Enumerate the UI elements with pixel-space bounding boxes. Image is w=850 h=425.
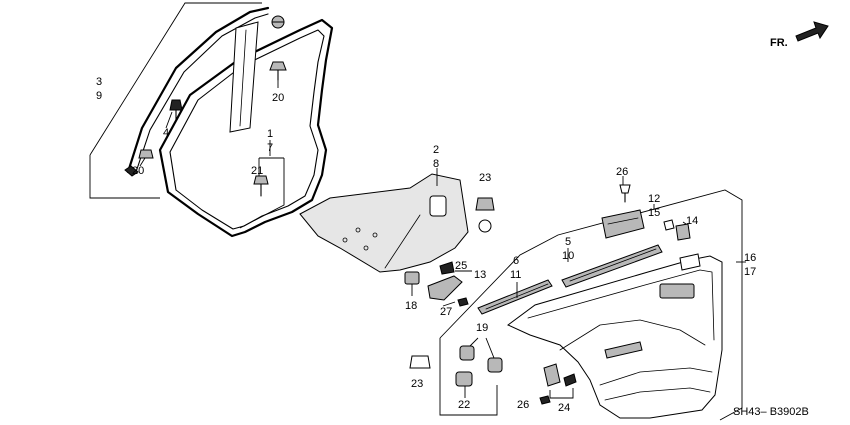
callout-25: 25 [455,260,467,272]
clip-14-icon [663,219,691,241]
door-inner-panel [299,173,469,273]
screw-26-icon [619,184,631,203]
callout-9: 9 [96,90,102,102]
callout-20-top: 20 [272,92,284,104]
callout-4: 4 [163,127,169,139]
callout-2: 2 [433,144,439,156]
clip-23-icon [475,197,495,233]
callout-1: 1 [267,128,273,140]
diagram-code: SH43– B3902B [733,406,809,418]
clip-20-icon [269,61,287,81]
callout-19: 19 [476,322,488,334]
callout-22: 22 [458,399,470,411]
callout-16: 16 [744,252,756,264]
front-direction-arrow: FR. [770,21,829,49]
clip-top-icon [271,15,285,29]
callout-21: 21 [251,165,263,177]
clip-19-icon [459,337,503,373]
bracket-24-icon [543,363,577,399]
direction-label: FR. [770,37,788,49]
bracket-13-icon [427,261,463,301]
clip-23b-icon [409,355,431,369]
callouts: 1 7 3 9 4 20 20 21 2 8 23 25 13 18 27 6 … [96,76,756,414]
switch-panel-12 [601,209,645,239]
door-opening-trim [124,6,270,177]
callout-15: 15 [648,207,660,219]
callout-24: 24 [558,402,570,414]
screw-27-icon [457,297,469,307]
callout-12: 12 [648,193,660,205]
pillar-trim [229,21,259,133]
clip-20b-icon [138,149,154,159]
screw-26b-icon [539,395,551,405]
callout-8: 8 [433,158,439,170]
leader-lines [139,80,746,398]
callout-13: 13 [474,269,486,281]
clip-4-icon [169,99,183,121]
belt-strip-5 [561,244,663,288]
callout-5: 5 [565,236,571,248]
group-frame-left [89,2,262,199]
callout-3: 3 [96,76,102,88]
callout-14: 14 [686,215,698,227]
callout-11: 11 [510,269,521,281]
callout-23-top: 23 [479,172,491,184]
group-frame-right [439,189,743,421]
callout-27: 27 [440,306,452,318]
clip-21-icon [253,175,269,197]
callout-17: 17 [744,266,756,278]
callout-7: 7 [267,142,273,154]
callout-20-left: 20 [132,165,144,177]
callout-26-top: 26 [616,166,628,178]
callout-26-bottom: 26 [517,399,529,411]
callout-6: 6 [513,255,519,267]
callout-18: 18 [405,300,417,312]
clip-22-icon [455,371,473,387]
clip-18-icon [404,271,420,285]
callout-23-bottom: 23 [411,378,423,390]
callout-10: 10 [562,250,574,262]
door-trim-panel [507,253,723,419]
